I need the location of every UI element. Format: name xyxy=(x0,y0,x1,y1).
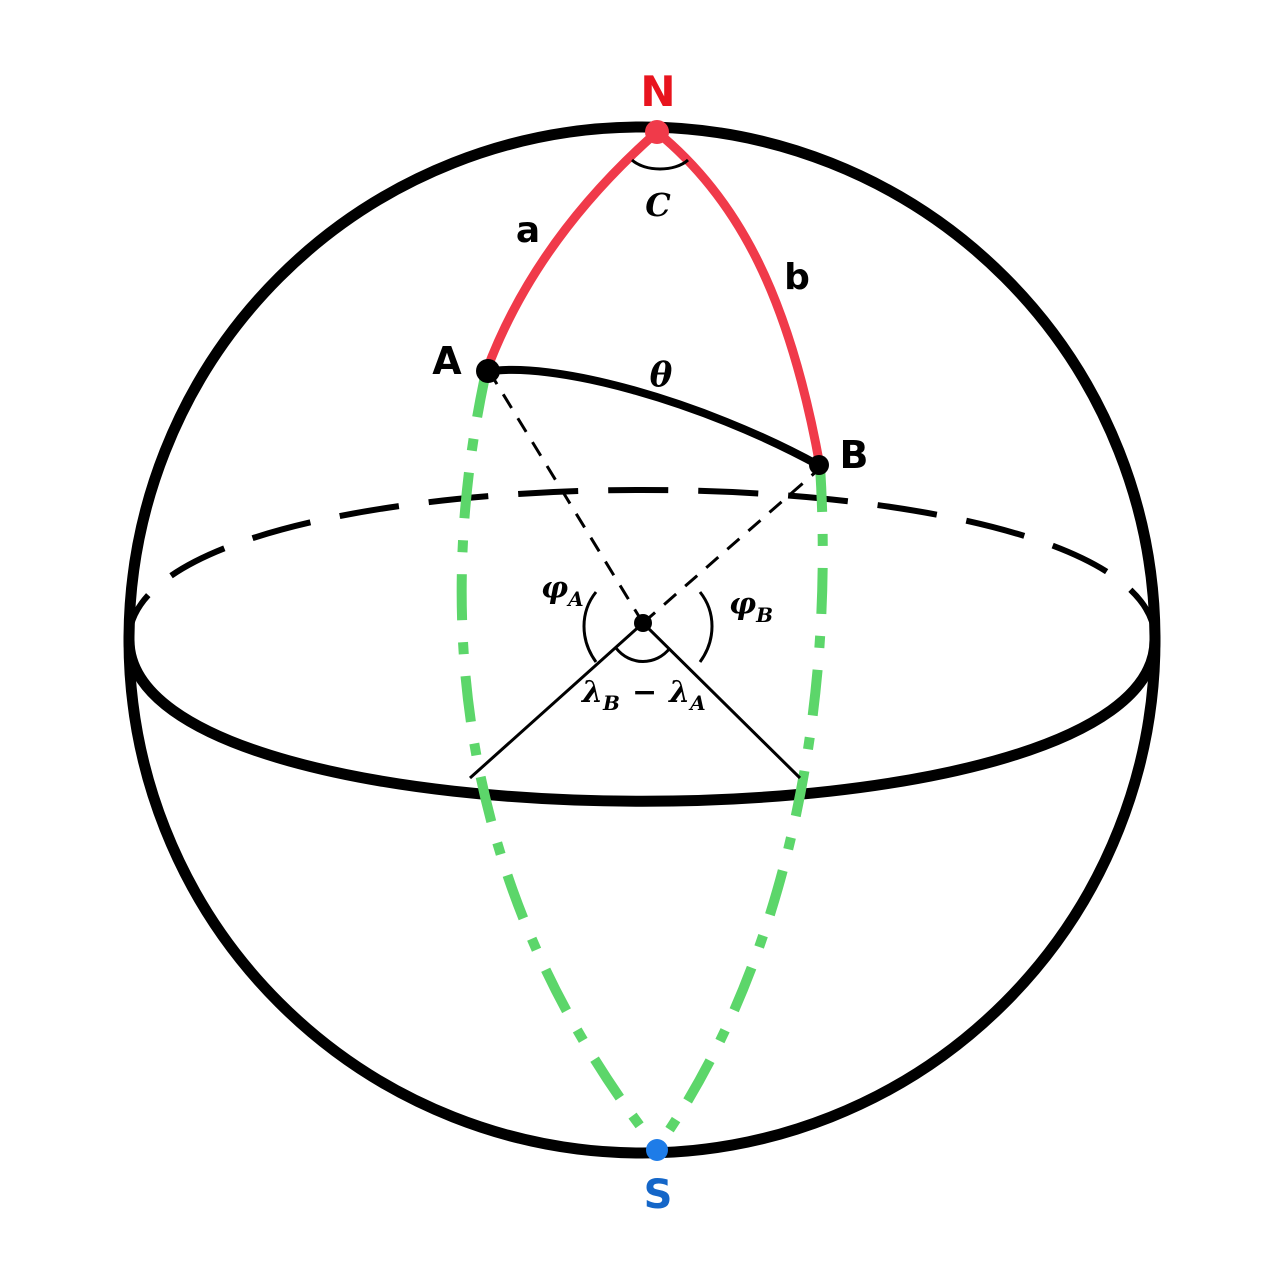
label-side-b: b xyxy=(784,257,810,298)
equator-back-dashed xyxy=(126,487,1158,641)
sphere-outline xyxy=(123,121,1161,1159)
phi-b-base: φ xyxy=(729,587,756,622)
centre-point xyxy=(634,614,652,632)
label-phi-b: φB xyxy=(729,587,773,627)
arc-side-b xyxy=(652,127,825,471)
minus-sign: − xyxy=(632,675,657,710)
label-theta: θ xyxy=(650,355,673,395)
angle-arc-phi-b xyxy=(698,591,714,663)
arc-theta xyxy=(482,365,824,470)
label-north: N xyxy=(640,67,675,116)
label-phi-a: φA xyxy=(541,571,584,611)
lambda-b-base: λ xyxy=(580,675,603,710)
label-south: S xyxy=(644,1172,673,1218)
equator-front xyxy=(123,639,1161,807)
arc-side-a xyxy=(481,127,662,377)
angle-arc-c xyxy=(630,158,690,171)
phi-b-subscript: B xyxy=(755,603,773,627)
point-a-dot xyxy=(476,359,500,383)
radius-to-b xyxy=(642,468,819,625)
lambda-a-subscript: A xyxy=(688,691,706,715)
lambda-b-subscript: B xyxy=(602,691,620,715)
label-point-a: A xyxy=(432,339,462,383)
label-point-b: B xyxy=(840,433,869,477)
radius-to-equator-b xyxy=(641,621,802,780)
label-side-a: a xyxy=(516,210,540,251)
south-pole-point xyxy=(646,1139,668,1161)
phi-a-base: φ xyxy=(541,571,568,606)
radius-to-a xyxy=(490,375,645,624)
meridian-through-b xyxy=(652,465,828,1151)
radius-to-equator-a xyxy=(468,621,645,780)
point-b-dot xyxy=(809,455,829,475)
label-lambda-difference: λB−λA xyxy=(580,675,706,715)
angle-arc-phi-a xyxy=(582,591,598,663)
phi-a-subscript: A xyxy=(566,587,584,611)
north-pole-point xyxy=(645,120,669,144)
label-angle-c: C xyxy=(645,186,671,224)
angle-arc-lambda xyxy=(614,647,672,663)
lambda-a-base: λ xyxy=(667,675,690,710)
